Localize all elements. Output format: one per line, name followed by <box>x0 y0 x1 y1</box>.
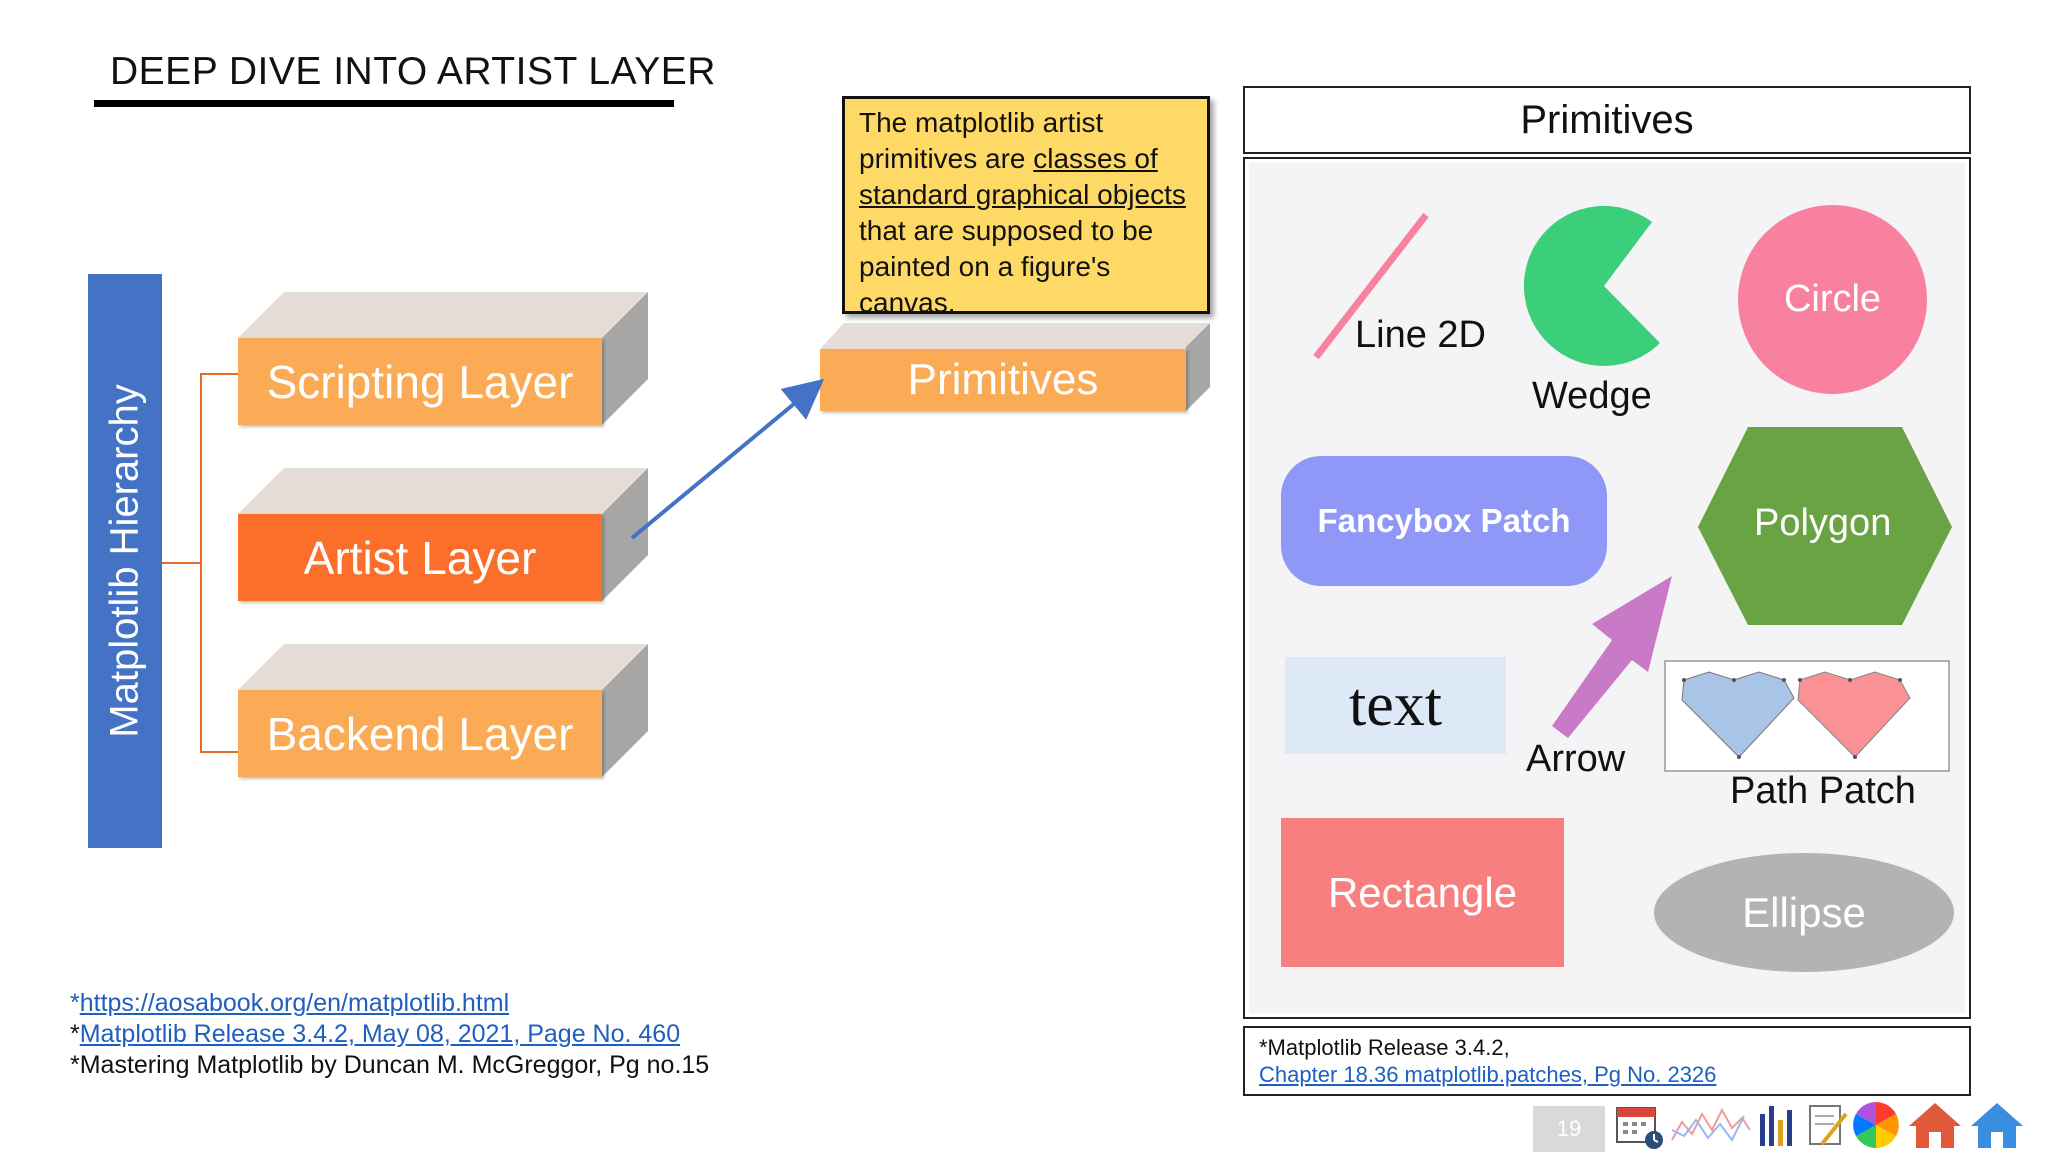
home-blue-icon[interactable] <box>1968 1100 2026 1150</box>
page-number: 19 <box>1533 1106 1605 1152</box>
note-text-before: The matplotlib artist primitives are <box>859 107 1104 174</box>
panel-header: Primitives <box>1243 86 1971 154</box>
slide-title: DEEP DIVE INTO ARTIST LAYER <box>110 50 716 93</box>
path-patch-label: Path Patch <box>1730 770 1916 812</box>
citation-link[interactable]: Chapter 18.36 matplotlib.patches, Pg No.… <box>1259 1062 1717 1087</box>
artist-layer-box: Artist Layer <box>238 468 648 601</box>
scripting-layer-box: Scripting Layer <box>238 292 648 425</box>
polygon-shape <box>1698 427 1952 625</box>
reference-2-link[interactable]: Matplotlib Release 3.4.2, May 08, 2021, … <box>79 1020 681 1048</box>
reference-1-link[interactable]: https://aosabook.org/en/matplotlib.html <box>79 989 510 1017</box>
fancybox-patch-shape: Fancybox Patch <box>1281 456 1607 586</box>
wedge-label: Wedge <box>1532 375 1652 417</box>
references: *https://aosabook.org/en/matplotlib.html… <box>70 988 709 1081</box>
arrow-label: Arrow <box>1526 738 1626 780</box>
text-shape: text <box>1285 657 1506 754</box>
line2d-shape <box>1313 212 1429 360</box>
bracket-top <box>200 373 240 375</box>
hierarchy-bar <box>88 274 162 848</box>
reference-1: *https://aosabook.org/en/matplotlib.html <box>70 989 510 1017</box>
polygon-label: Polygon <box>1754 502 1892 544</box>
artist-layer-label: Artist Layer <box>238 514 602 601</box>
color-wheel-icon[interactable] <box>1850 1100 1902 1150</box>
title-underline <box>94 100 674 107</box>
note-pencil-icon[interactable] <box>1806 1100 1850 1150</box>
arrow-shape <box>1552 576 1672 738</box>
note-text-after: that are supposed to be painted on a fig… <box>859 215 1154 318</box>
reference-3: *Mastering Matplotlib by Duncan M. McGre… <box>70 1051 710 1079</box>
circle-shape: Circle <box>1738 205 1927 394</box>
note-box: The matplotlib artist primitives are cla… <box>842 96 1210 318</box>
path-patch-shape <box>1664 660 1950 772</box>
bracket-bottom <box>200 751 240 753</box>
panel-citation: *Matplotlib Release 3.4.2, Chapter 18.36… <box>1243 1026 1971 1096</box>
backend-layer-box: Backend Layer <box>238 644 648 777</box>
citation-line1: *Matplotlib Release 3.4.2, <box>1259 1035 1510 1060</box>
wedge-shape <box>1524 206 1660 366</box>
bar-chart-icon[interactable] <box>1756 1100 1798 1150</box>
note-link-text: classes of standard graphical objects <box>859 143 1186 210</box>
primitives-box-label: Primitives <box>820 349 1186 411</box>
backend-layer-label: Backend Layer <box>238 690 602 777</box>
line2d-label: Line 2D <box>1355 314 1486 356</box>
ellipse-shape: Ellipse <box>1654 853 1954 972</box>
primitives-box: Primitives <box>820 323 1210 411</box>
bracket-stem <box>162 562 202 564</box>
calendar-clock-icon[interactable] <box>1614 1100 1666 1150</box>
scripting-layer-label: Scripting Layer <box>238 338 602 425</box>
rectangle-shape: Rectangle <box>1281 818 1564 967</box>
home-red-icon[interactable] <box>1906 1100 1964 1150</box>
reference-2: *Matplotlib Release 3.4.2, May 08, 2021,… <box>70 1020 681 1048</box>
line-chart-icon[interactable] <box>1670 1100 1752 1150</box>
